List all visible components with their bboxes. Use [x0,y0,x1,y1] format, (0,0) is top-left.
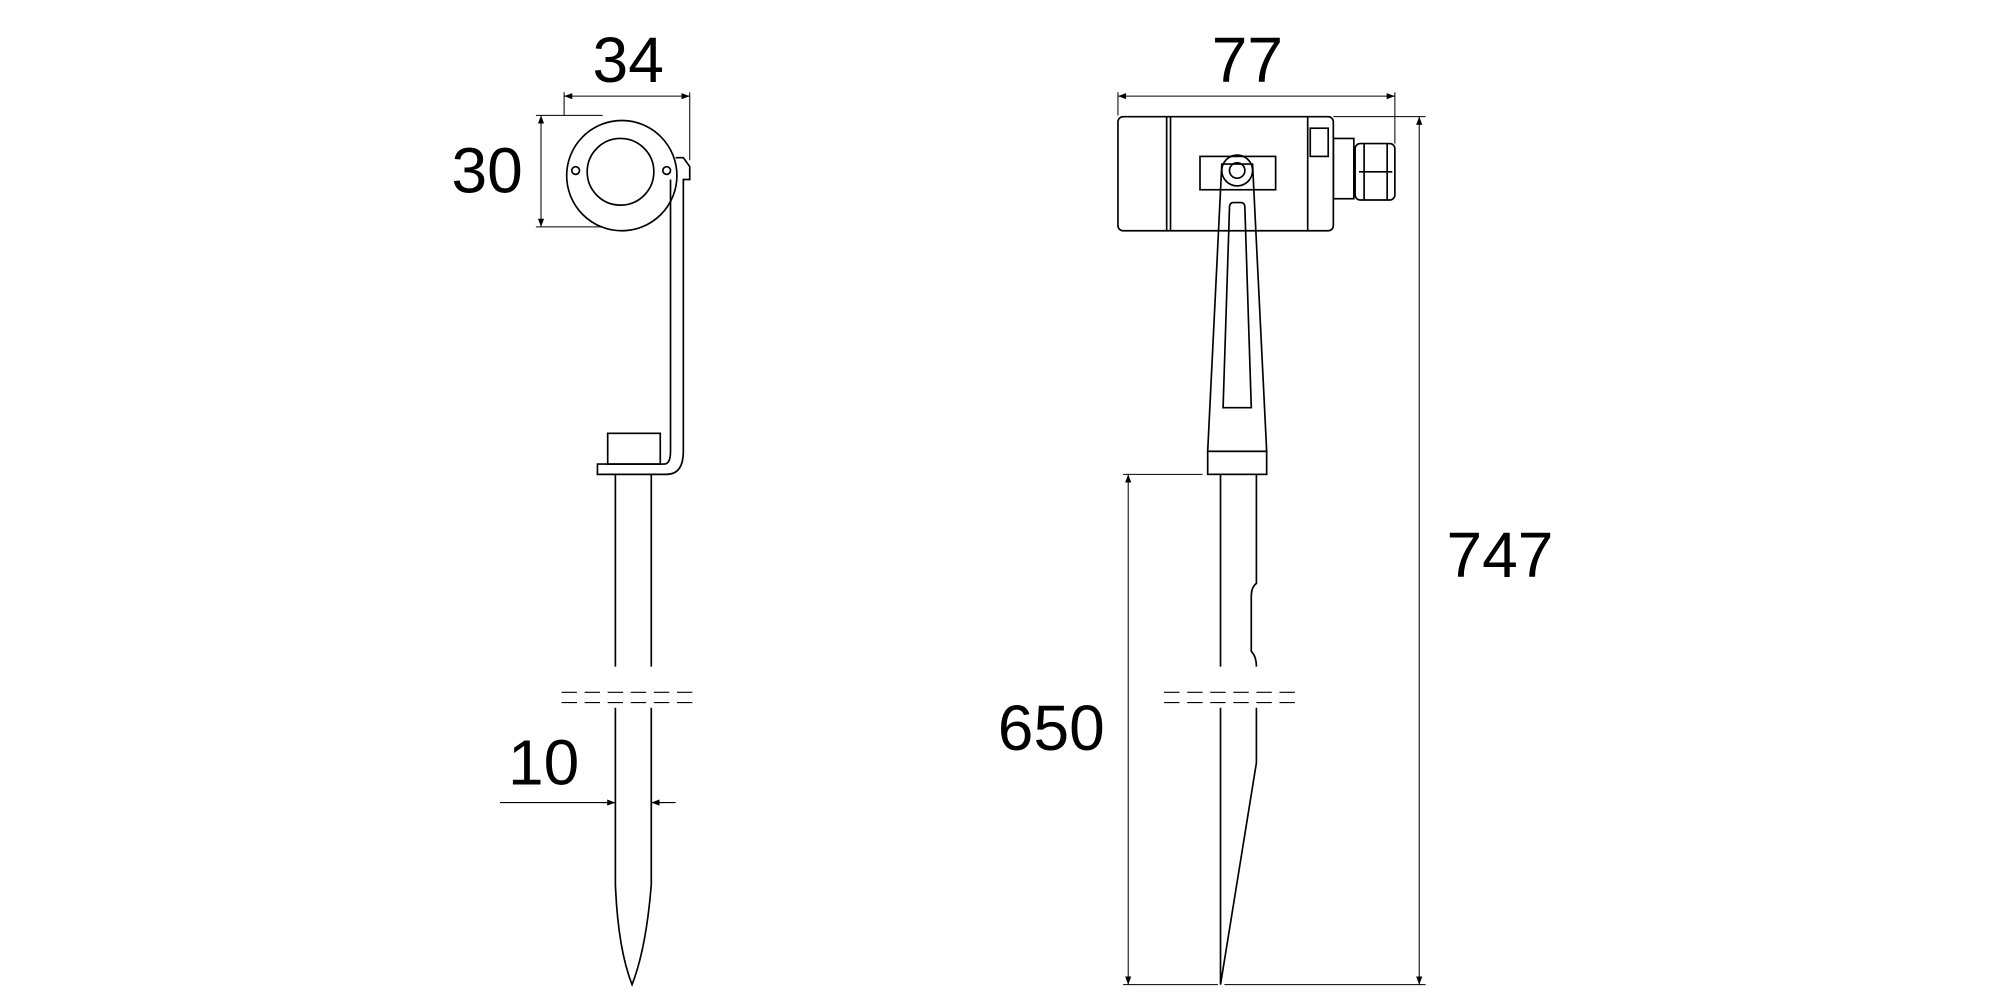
screw-hole-right [661,165,672,176]
lamp-body [1117,115,1335,232]
dim-650-extension [1123,473,1218,986]
front-view: 77 747 650 [998,24,1554,986]
cable-gland-nut [1354,142,1396,201]
pivot-screw [1228,161,1246,180]
arm-slot [1222,201,1253,409]
screw-hole-left [570,165,581,176]
dim-77-label: 77 [1212,24,1283,96]
spike-lower [1219,707,1258,985]
nut-detail [1358,143,1393,201]
body-seams [1165,116,1309,231]
mounting-bracket [596,156,691,476]
dim-650-label: 650 [998,692,1105,764]
dim-30-extension [535,114,603,228]
spike-lower [614,707,653,987]
dim-34-label: 34 [593,24,664,96]
lamp-head-outline [565,119,678,232]
side-view: 34 30 10 [452,24,699,987]
lens [586,137,655,206]
hinge-bar [1199,155,1277,191]
dim-30-label: 30 [452,134,523,206]
break-line [1164,691,1302,704]
dim-10-label: 10 [508,727,579,799]
spike-upper [1219,474,1258,667]
spike-upper [614,474,653,667]
cable-gland-base [1332,137,1355,200]
label-plate [1309,127,1330,158]
dim-77-extension [1117,92,1396,144]
pivot [1220,154,1254,187]
bracket-nut [606,432,662,465]
dim-747-label: 747 [1447,519,1554,591]
dim-747-extension [1224,116,1426,986]
collar [1206,450,1268,476]
break-line [561,691,699,704]
